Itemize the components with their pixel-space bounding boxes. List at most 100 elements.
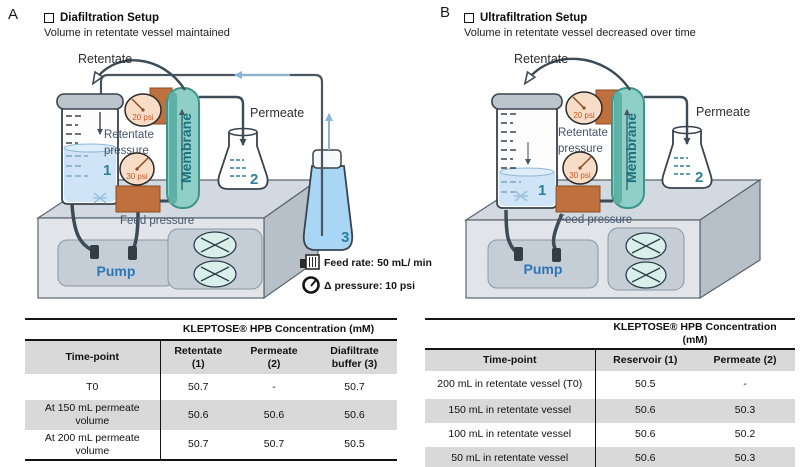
retentate-label: Retentate: [78, 52, 132, 66]
cell-timepoint: At 150 mL permeate volume: [25, 400, 160, 430]
vessel-number-2: 2: [695, 169, 703, 186]
table-span-row: KLEPTOSE® HPB Concentration (mM): [25, 319, 397, 341]
cell-value: 50.3: [695, 446, 795, 467]
col-header-timepoint: Time-point: [425, 348, 595, 371]
graduation-marks: [674, 157, 692, 175]
vessel-liquid: [499, 172, 555, 206]
valve-icon: [625, 232, 667, 260]
vessel-number-1: 1: [538, 182, 546, 199]
cell-value: 50.6: [594, 446, 695, 467]
col-header-retentate: Retentate (1): [159, 340, 236, 374]
retentate-label: Retentate: [514, 52, 568, 66]
pump-unit: Pump: [35, 178, 320, 300]
panel-a-title-block: Diafiltration Setup Volume in retentate …: [44, 12, 230, 39]
col-header-timepoint: Time-point: [25, 340, 160, 374]
table-span-spacer: [425, 319, 595, 350]
cell-timepoint: 50 mL in retentate vessel: [425, 446, 595, 467]
cell-timepoint: 100 mL in retentate vessel: [425, 422, 595, 447]
graduation-marks: [501, 181, 521, 193]
vessel-number-1: 1: [103, 162, 111, 179]
retentate-return-pipe: [526, 57, 632, 91]
table-span-row: KLEPTOSE® HPB Concentration (mM): [425, 319, 795, 350]
panel-b-subtitle: Volume in retentate vessel decreased ove…: [464, 27, 696, 39]
vessel-number-2: 2: [250, 171, 258, 188]
diafiltrate-buffer-flask: 3: [302, 149, 354, 251]
liquid-surface: [499, 167, 555, 177]
ultrafiltration-table: KLEPTOSE® HPB Concentration (mM) Time-po…: [425, 318, 795, 467]
panel-ultrafiltration: B Ultrafiltration Setup Volume in retent…: [400, 0, 800, 467]
col-header-reservoir: Reservoir (1): [594, 348, 695, 371]
tube-connector: [128, 246, 137, 260]
retentate-vessel: 1: [491, 93, 563, 209]
table-row: 50 mL in retentate vessel 50.6 50.3: [425, 446, 795, 467]
cell-timepoint: 150 mL in retentate vessel: [425, 398, 595, 423]
feed-pressure-label: Feed pressure: [558, 214, 632, 226]
cell-value: -: [236, 374, 312, 400]
membrane-label: Membrane: [178, 113, 194, 183]
table-span-spacer: [25, 319, 160, 341]
permeate-pipe: [644, 95, 691, 145]
table-header-row: Time-point Retentate (1) Permeate (2) Di…: [25, 340, 397, 374]
cell-timepoint: T0: [25, 374, 160, 400]
panel-a-title: Diafiltration Setup: [60, 12, 160, 24]
graduation-marks: [501, 113, 519, 169]
vessel-liquid: [64, 148, 116, 202]
gauge-mount: [115, 185, 161, 213]
vessel-lid: [491, 93, 563, 110]
tube-connector: [514, 247, 523, 261]
retentate-pressure-label: Retentate: [558, 127, 608, 139]
table-row: 150 mL in retentate vessel 50.6 50.3: [425, 398, 795, 423]
pump-icon: [300, 254, 320, 270]
table-span-header: KLEPTOSE® HPB Concentration (mM): [160, 319, 397, 341]
valve-panel: [167, 228, 263, 290]
table-row: At 200 mL permeate volume 50.7 50.7 50.5: [25, 430, 397, 460]
cell-value: 50.6: [236, 400, 312, 430]
pump-label: Pump: [97, 263, 136, 279]
retentate-pressure-label: Retentate: [104, 129, 154, 141]
feed-pressure-label: Feed pressure: [120, 215, 194, 227]
membrane-label: Membrane: [623, 113, 639, 183]
permeate-label: Permeate: [250, 106, 304, 120]
delta-pressure-text: Δ pressure: 10 psi: [324, 280, 415, 292]
cell-value: 50.7: [159, 430, 236, 460]
panel-b-title: Ultrafiltration Setup: [480, 12, 588, 24]
pump-tube: [70, 203, 93, 252]
retentate-pressure-label: pressure: [558, 143, 603, 155]
pressure-gauge-icon: [302, 276, 320, 294]
feed-pressure-gauge: 30 psi: [115, 152, 161, 213]
checkbox-icon: [44, 13, 54, 23]
ultrafiltration-diagram: Pump: [463, 52, 762, 300]
retentate-pressure-gauge: 20 psi: [565, 89, 619, 125]
cell-value: 50.7: [159, 374, 236, 400]
gauge-mount: [555, 185, 601, 213]
flask-cap: [312, 149, 342, 169]
cell-value: 50.5: [312, 430, 397, 460]
table-row: At 150 mL permeate volume 50.6 50.6 50.6: [25, 400, 397, 430]
permeate-label: Permeate: [696, 105, 750, 119]
panel-letter-b: B: [440, 4, 451, 21]
valve-icon: [193, 260, 237, 288]
table-row: 200 mL in retentate vessel (T0) 50.5 -: [425, 370, 795, 399]
cell-timepoint: 200 mL in retentate vessel (T0): [425, 370, 595, 399]
retentate-vessel: 1: [56, 93, 124, 205]
cell-value: 50.6: [159, 400, 236, 430]
cell-timepoint: At 200 mL permeate volume: [25, 430, 160, 460]
table-row: T0 50.7 - 50.7: [25, 374, 397, 400]
tube-connector: [90, 245, 99, 259]
stirrer-icon: [93, 192, 107, 204]
pump-tube: [132, 211, 140, 248]
panel-letter-a: A: [8, 6, 19, 23]
pump-unit: Pump: [463, 178, 762, 300]
membrane-module: Membrane: [166, 87, 200, 209]
gauge-reading: 20 psi: [573, 111, 595, 120]
col-header-permeate: Permeate (2): [236, 340, 312, 374]
feed-rate-legend: Feed rate: 50 mL/ min Δ pressure: 10 psi: [300, 254, 432, 294]
diafiltration-diagram: Pump 3: [35, 52, 432, 300]
valve-icon: [193, 231, 237, 259]
feed-pressure-gauge: 30 psi: [555, 151, 601, 213]
retentate-return-pipe: [94, 59, 187, 91]
gauge-reading: 30 psi: [126, 172, 148, 181]
cell-value: 50.5: [594, 370, 695, 399]
col-header-diafiltrate: Diafiltrate buffer (3): [312, 340, 397, 374]
